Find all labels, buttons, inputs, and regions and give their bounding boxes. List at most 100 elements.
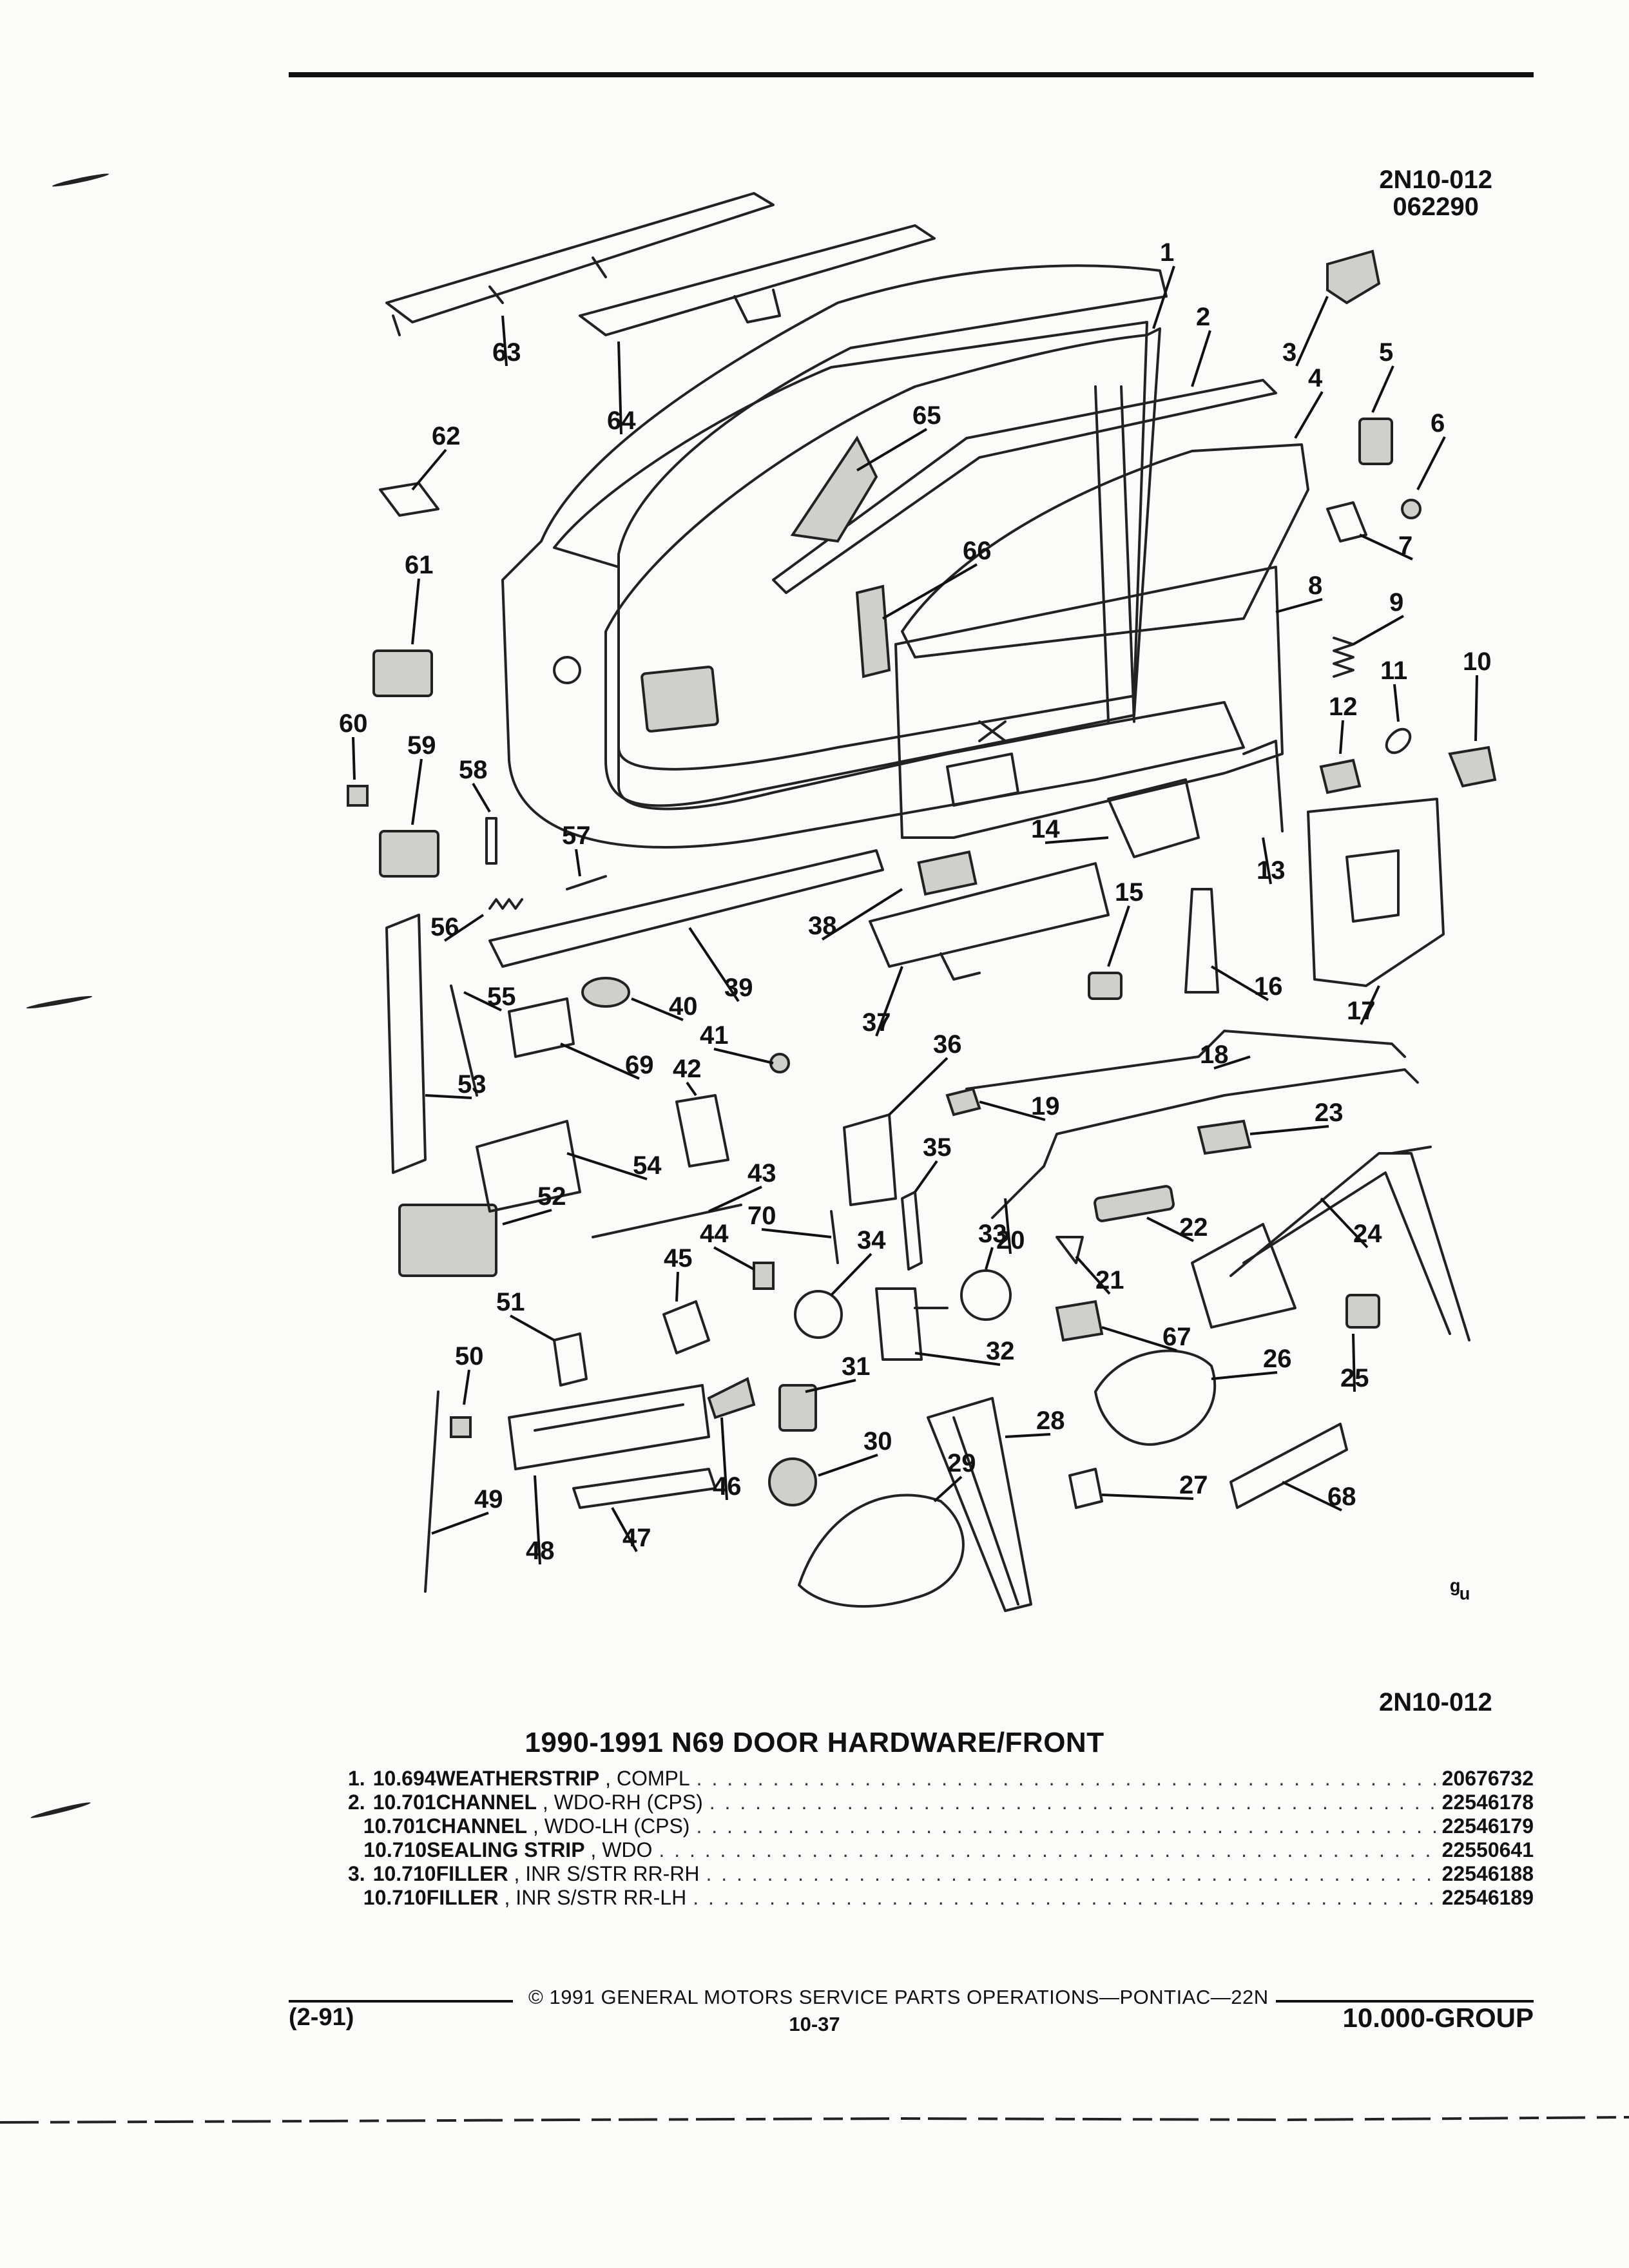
leader-line-59 — [411, 758, 423, 825]
clip-23 — [1197, 1119, 1252, 1155]
seal-66 — [855, 584, 891, 678]
figure-code-bottom: 2N10-012 — [1379, 1688, 1492, 1716]
rod-20 — [991, 1068, 1419, 1219]
part-description: FILLER , INR S/STR RR-LH — [427, 1886, 693, 1910]
bracket-62 — [379, 482, 439, 517]
clip-12 — [1319, 758, 1362, 794]
part-number: 22546188 — [1441, 1862, 1534, 1885]
leader-line-45 — [675, 1271, 679, 1302]
leader-line-52 — [502, 1209, 552, 1225]
top-rule — [289, 72, 1534, 77]
part-detail: , WDO-RH (CPS) — [537, 1791, 703, 1814]
callout-64: 64 — [607, 407, 636, 435]
spring-11 — [1385, 727, 1412, 754]
clip-61 — [372, 649, 433, 697]
bracket-46 — [707, 1377, 756, 1419]
lever-51 — [553, 1332, 588, 1387]
leader-line-14 — [1045, 836, 1109, 844]
leader-line-16 — [1210, 965, 1269, 1001]
rod-70 — [830, 1210, 839, 1264]
figure-code: 2N10-012 — [1379, 166, 1492, 194]
part-number: 20676732 — [1441, 1767, 1534, 1790]
bar-37 — [869, 862, 1110, 981]
leader-line-47 — [611, 1507, 638, 1552]
callout-62: 62 — [432, 422, 461, 450]
leader-line-67 — [1101, 1326, 1177, 1352]
part-number: 22550641 — [1441, 1838, 1534, 1861]
link-35 — [901, 1191, 923, 1271]
clip-19 — [945, 1087, 981, 1117]
callout-39: 39 — [724, 974, 753, 1002]
sash-28 — [927, 1397, 1032, 1612]
part-description: CHANNEL , WDO-LH (CPS) — [427, 1814, 697, 1838]
leader-line-29 — [933, 1475, 963, 1503]
leader-line-49 — [431, 1512, 489, 1535]
spring-56 — [488, 898, 523, 910]
bracket-42 — [675, 1094, 729, 1168]
leader-line-12 — [1339, 720, 1344, 754]
bracket-31 — [778, 1384, 817, 1432]
pin-58 — [485, 817, 497, 865]
callout-11: 11 — [1380, 657, 1407, 685]
leader-dots: . . . . . . . . . . . . . . . . . . . . … — [706, 1862, 1441, 1885]
callout-34: 34 — [857, 1226, 886, 1254]
bottom-edge-scan — [0, 2116, 1629, 2124]
leader-line-66 — [882, 563, 978, 620]
callout-52: 52 — [537, 1182, 566, 1211]
callout-8: 8 — [1308, 572, 1322, 600]
leader-line-58 — [472, 782, 491, 813]
leader-line-1 — [1152, 265, 1175, 329]
leader-line-36 — [888, 1057, 949, 1116]
handle-48 — [508, 1384, 710, 1470]
clip-10 — [1448, 745, 1497, 788]
rod-49 — [424, 1390, 439, 1593]
callout-63: 63 — [492, 338, 521, 367]
lock-cylinder-32 — [875, 1287, 949, 1361]
leader-dots: . . . . . . . . . . . . . . . . . . . . … — [696, 1767, 1442, 1790]
part-name: WEATHERSTRIP — [436, 1767, 600, 1790]
motor-29 — [798, 1494, 965, 1608]
leader-line-70 — [761, 1228, 832, 1238]
figure-date: 062290 — [1393, 193, 1479, 221]
leader-line-6 — [1416, 436, 1446, 490]
callout-7: 7 — [1398, 532, 1412, 560]
part-group: 10.701 — [372, 1791, 436, 1814]
cylinder-45 — [662, 1300, 710, 1354]
leader-line-5 — [1371, 365, 1394, 413]
callout-layer: 1234567891011121314151617181920212223242… — [339, 238, 1492, 1565]
leader-line-33 — [985, 1247, 994, 1270]
part-index: 2. — [348, 1791, 365, 1814]
leader-line-24 — [1320, 1197, 1369, 1249]
document-title: 1990-1991 N69 DOOR HARDWARE/FRONT — [525, 1727, 1104, 1758]
leader-line-60 — [352, 736, 356, 780]
leader-line-26 — [1211, 1371, 1278, 1380]
bezel-34 — [794, 1290, 843, 1339]
gear-30 — [768, 1457, 817, 1506]
callout-42: 42 — [673, 1055, 702, 1083]
clip-44 — [753, 1262, 775, 1290]
leader-line-53 — [425, 1094, 472, 1099]
callout-37: 37 — [862, 1008, 891, 1037]
figure-header: 2N10-012 062290 — [1379, 166, 1492, 220]
spring-9 — [1333, 637, 1354, 678]
leader-line-25 — [1352, 1333, 1356, 1392]
bracket-68 — [1229, 1423, 1348, 1509]
callout-15: 15 — [1115, 878, 1144, 907]
leader-line-62 — [411, 448, 447, 491]
door-hole — [553, 656, 581, 684]
callout-5: 5 — [1379, 338, 1393, 367]
part-detail: , COMPL — [599, 1767, 690, 1790]
callout-56: 56 — [430, 913, 459, 941]
part-group: 10.710 — [372, 1862, 436, 1885]
leader-line-4 — [1294, 390, 1324, 439]
callout-40: 40 — [669, 992, 698, 1021]
plate-5 — [1358, 418, 1393, 465]
knob-40 — [581, 977, 630, 1008]
part-description: SEALING STRIP , WDO — [427, 1838, 659, 1862]
callout-48: 48 — [526, 1537, 555, 1565]
